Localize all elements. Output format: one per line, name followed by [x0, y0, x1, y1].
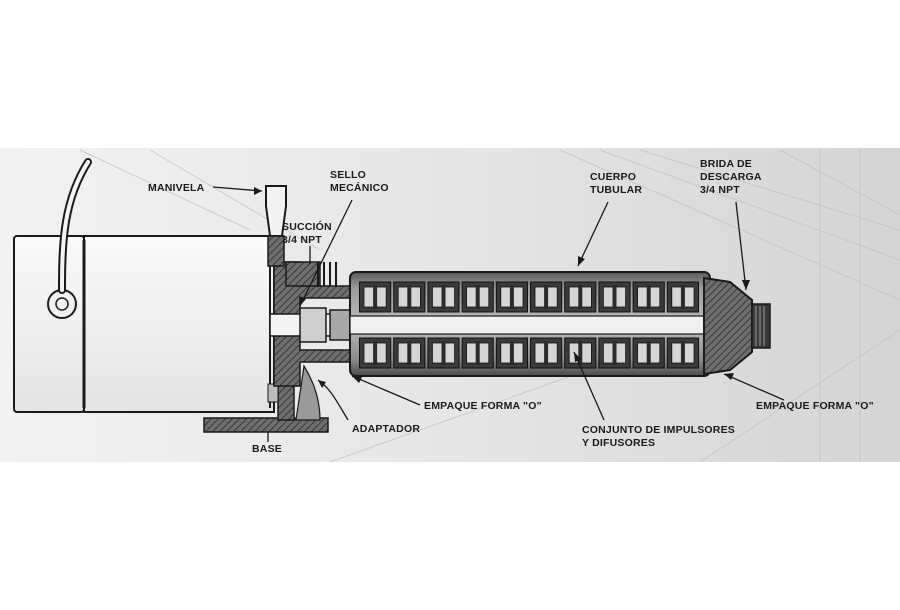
upper-stage-divider-4: [475, 285, 480, 309]
upper-stage-divider-8: [612, 285, 617, 309]
arrow-empaque-left: [352, 376, 362, 383]
tubular-body: [349, 271, 711, 377]
upper-stage-divider-2: [407, 285, 412, 309]
label-cuerpo-line2: TUBULAR: [590, 184, 642, 196]
upper-stage-divider-10: [680, 285, 685, 309]
upper-stage-divider-3: [441, 285, 446, 309]
label-sello-line1: SELLO: [330, 169, 366, 181]
leader-arrowheads: [254, 187, 750, 388]
lower-stage-divider-9: [646, 341, 651, 365]
label-brida-line3: 3/4 NPT: [700, 184, 740, 196]
leader-empaque-right: [723, 373, 785, 401]
label-conjunto-line1: CONJUNTO DE IMPULSORES: [582, 424, 735, 436]
lower-stage-divider-10: [680, 341, 685, 365]
label-base: BASE: [252, 443, 282, 455]
background-structure: [79, 149, 900, 463]
lower-stage-divider-3: [441, 341, 446, 365]
lower-stage-divider-7: [578, 341, 583, 365]
leader-brida: [735, 201, 747, 291]
arrow-empaque-right: [724, 373, 734, 380]
leader-conjunto: [573, 351, 605, 421]
arrow-cuerpo: [578, 256, 585, 266]
upper-stage-divider-9: [646, 285, 651, 309]
label-sello-line2: MECÁNICO: [330, 181, 389, 194]
leader-empaque-left: [351, 375, 421, 406]
suction-port: [285, 261, 337, 287]
label-empaque-right: EMPAQUE FORMA "O": [756, 400, 874, 412]
lower-stage-divider-1: [373, 341, 378, 365]
arrow-manivela: [254, 187, 262, 195]
leader-manivela: [212, 186, 263, 192]
conduit-box: [47, 289, 77, 319]
upper-stage-divider-5: [509, 285, 514, 309]
crank-handle: [265, 185, 287, 267]
lower-stage-divider-5: [509, 341, 514, 365]
lower-stage-divider-8: [612, 341, 617, 365]
arrow-conjunto: [574, 352, 581, 362]
arrow-adaptador: [318, 380, 326, 388]
discharge-flange: [703, 276, 771, 376]
upper-stage-divider-6: [544, 285, 549, 309]
lower-stage-divider-4: [475, 341, 480, 365]
label-succion-line2: 3/4 NPT: [282, 234, 322, 246]
callout-labels: MANIVELA SELLO MECÁNICO SUCCIÓN 3/4 NPT …: [148, 158, 874, 455]
label-adaptador: ADAPTADOR: [352, 423, 420, 435]
label-manivela: MANIVELA: [148, 182, 205, 194]
upper-stage-divider-1: [373, 285, 378, 309]
leader-lines: [212, 186, 785, 442]
leader-cuerpo: [577, 201, 609, 267]
label-cuerpo-line1: CUERPO: [590, 171, 636, 183]
motor: [13, 235, 275, 413]
arrow-sello: [299, 296, 306, 306]
label-brida-line2: DESCARGA: [700, 171, 762, 183]
upper-stage-divider-7: [578, 285, 583, 309]
shaft-seal: [269, 307, 361, 343]
label-brida-line1: BRIDA DE: [700, 158, 752, 170]
leader-sello: [299, 199, 353, 307]
label-empaque-left: EMPAQUE FORMA "O": [424, 400, 542, 412]
label-succion-line1: SUCCIÓN: [282, 220, 332, 233]
arrow-brida: [742, 280, 750, 290]
lower-stage-divider-2: [407, 341, 412, 365]
lower-stage-divider-6: [544, 341, 549, 365]
label-conjunto-line2: Y DIFUSORES: [582, 437, 655, 449]
